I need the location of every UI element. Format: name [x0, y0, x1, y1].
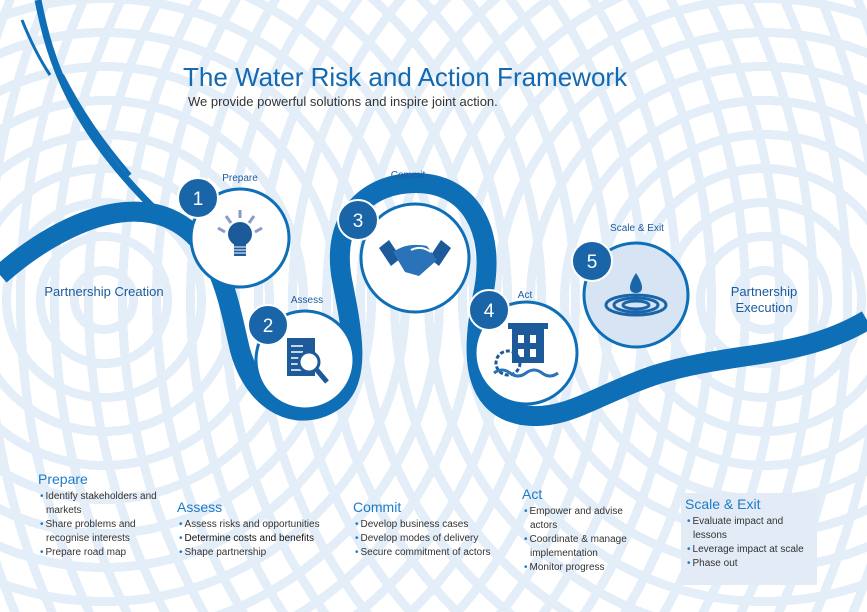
details-item: Develop business cases [353, 518, 503, 532]
step-5: 5 [571, 240, 690, 349]
step-number-badge [177, 177, 219, 219]
details-item: Prepare road map [38, 546, 158, 560]
river-twig [60, 74, 132, 177]
step-number: 4 [484, 301, 495, 322]
details-commit: Commit Develop business cases Develop mo… [353, 500, 503, 560]
handshake-icon [379, 240, 451, 276]
details-item: Determine costs and benefits [177, 532, 337, 546]
details-item: Share problems and recognise interests [38, 518, 158, 546]
details-item: Phase out [685, 557, 811, 571]
step-3: 3 [337, 199, 471, 314]
step-label-assess: Assess [290, 295, 324, 306]
details-heading: Scale & Exit [685, 496, 761, 512]
details-item: Empower and advise actors [522, 505, 652, 533]
details-item: Coordinate & manage implementation [522, 533, 652, 561]
details-item: Secure commitment of actors [353, 546, 503, 560]
step-1: 1 [177, 177, 291, 289]
details-item: Evaluate impact and lessons [685, 515, 811, 543]
step-number: 2 [263, 316, 274, 337]
step-number: 5 [587, 252, 598, 273]
step-label-act: Act [517, 290, 533, 301]
lightbulb-icon [217, 210, 263, 256]
details-scale-exit: Scale & Exit Evaluate impact and lessons… [681, 493, 817, 585]
page-subtitle: We provide powerful solutions and inspir… [188, 94, 498, 109]
step-number: 1 [193, 189, 204, 210]
details-item: Shape partnership [177, 546, 337, 560]
step-label-scale-exit: Scale & Exit [610, 223, 664, 234]
details-item: Leverage impact at scale [685, 543, 811, 557]
water-drop-icon [604, 273, 668, 317]
details-act: Act Empower and advise actors Coordinate… [522, 487, 652, 575]
document-magnifier-icon [287, 338, 329, 384]
details-item: Monitor progress [522, 561, 652, 575]
partnership-execution-label: Partnership Execution [730, 284, 798, 315]
step-number: 3 [353, 211, 364, 232]
step-label-commit: Commit [390, 170, 426, 181]
step-number-badge [337, 199, 379, 241]
river-branch [34, 0, 171, 225]
details-assess: Assess Assess risks and opportunities De… [177, 500, 337, 560]
river-twig [20, 19, 52, 76]
partnership-creation-label: Partnership Creation [44, 284, 164, 299]
watermill-icon [493, 323, 559, 378]
details-heading: Commit [353, 499, 402, 515]
page-title: The Water Risk and Action Framework [183, 62, 628, 92]
details-item: Assess risks and opportunities [177, 518, 337, 532]
step-number-badge [468, 289, 510, 331]
details-item: Identify stakeholders and markets [38, 490, 158, 518]
details-item: Develop modes of delivery [353, 532, 503, 546]
step-number-badge [571, 240, 613, 282]
step-number-badge [247, 304, 289, 346]
details-prepare: Prepare Identify stakeholders and market… [38, 472, 158, 560]
details-heading: Assess [177, 499, 223, 515]
step-2: 2 [247, 304, 356, 411]
details-heading: Act [522, 486, 543, 502]
step-4: 4 [468, 289, 579, 406]
details-heading: Prepare [38, 471, 88, 487]
step-label-prepare: Prepare [222, 173, 258, 184]
